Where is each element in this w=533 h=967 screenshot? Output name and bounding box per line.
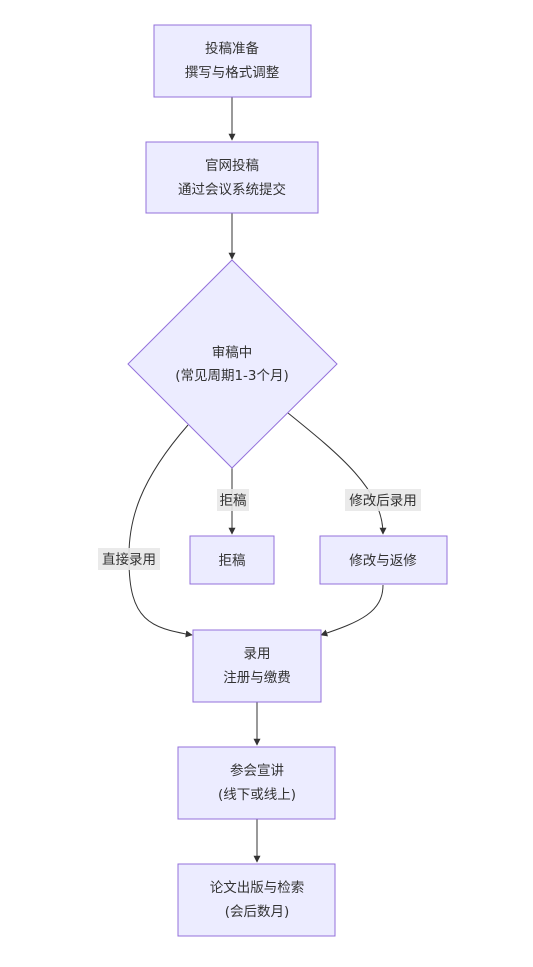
edge-review-to-revise [287,412,387,535]
node-revise-resubmit: 修改与返修 [319,535,448,585]
svg-text:录用: 录用 [244,646,271,662]
svg-text:注册与缴费: 注册与缴费 [223,670,291,686]
node-accepted: 录用 注册与缴费 [192,629,322,703]
node-online-submission: 官网投稿 通过会议系统提交 [145,141,319,214]
svg-text:直接录用: 直接录用 [102,551,156,568]
node-under-review: 审稿中 (常见周期1-3个月) [127,259,338,469]
svg-text:通过会议系统提交: 通过会议系统提交 [178,181,286,198]
svg-text:拒稿: 拒稿 [219,553,246,569]
svg-text:(常见周期1-3个月): (常见周期1-3个月) [175,368,289,384]
svg-text:投稿准备: 投稿准备 [205,40,259,57]
node-submission-prep: 投稿准备 撰写与格式调整 [153,24,312,98]
svg-text:撰写与格式调整: 撰写与格式调整 [185,65,280,81]
svg-text:参会宣讲: 参会宣讲 [230,762,284,779]
edge-label-direct-accept: 直接录用 [98,548,160,570]
svg-text:修改与返修: 修改与返修 [349,553,417,569]
edge-label-accept-after-revision: 修改后录用 [345,489,421,511]
svg-text:论文出版与检索: 论文出版与检索 [210,880,305,896]
edge-review-to-accept-direct [128,424,193,638]
node-publication-indexing: 论文出版与检索 (会后数月) [177,863,336,937]
node-rejected: 拒稿 [189,535,275,585]
svg-text:修改后录用: 修改后录用 [349,493,417,509]
svg-text:拒稿: 拒稿 [220,493,247,509]
edge-label-reject: 拒稿 [217,489,249,511]
svg-text:官网投稿: 官网投稿 [205,158,259,174]
svg-text:(线下或线上): (线下或线上) [218,787,296,803]
svg-text:(会后数月): (会后数月) [225,904,290,920]
node-conference-presentation: 参会宣讲 (线下或线上) [177,746,336,820]
edge-revise-to-accept [320,584,384,637]
svg-text:审稿中: 审稿中 [212,345,253,361]
